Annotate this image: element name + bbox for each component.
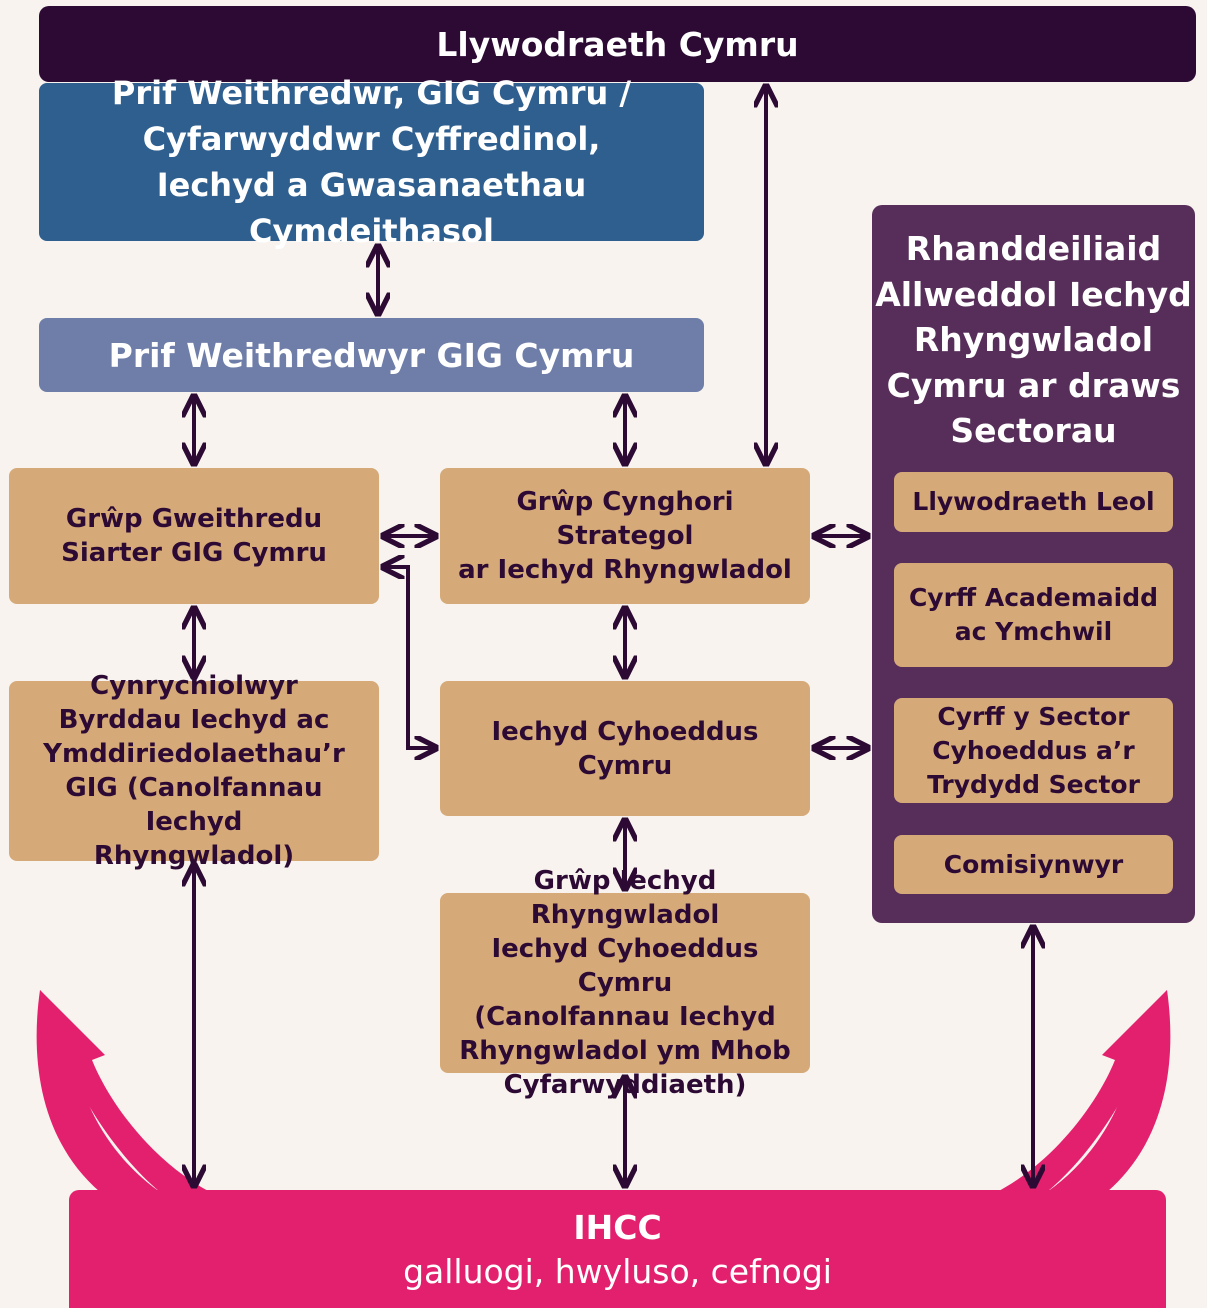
stakeholder-item-label: Comisiynwyr	[943, 849, 1124, 879]
health-board-reps-box: Cynrychiolwyr Byrddau Iechyd ac Ymddirie…	[9, 671, 379, 871]
ihcc-title: IHCC	[573, 1208, 662, 1247]
public-health-wales-box: Iechyd Cyhoeddus Cymru	[440, 681, 810, 816]
strategic-group-box: Grŵp Cynghori Strategol ar Iechyd Rhyngw…	[440, 468, 810, 604]
right-curved-arrow	[997, 990, 1167, 1192]
stakeholder-item: Llywodraeth Leol	[894, 472, 1173, 532]
stakeholder-item-label: Llywodraeth Leol	[912, 487, 1155, 516]
chief-executive-label: Prif Weithredwr, GIG Cymru / Cyfarwyddwr…	[111, 74, 632, 250]
nhs-chief-executives-label: Prif Weithredwyr GIG Cymru	[108, 335, 635, 375]
left-curved-arrow	[40, 990, 210, 1192]
phw-group-label: Grŵp Iechyd Rhyngwladol Iechyd Cyhoeddus…	[459, 866, 791, 1100]
nhs-chief-executives-box: Prif Weithredwyr GIG Cymru	[39, 318, 704, 392]
ihcc-subtitle: galluogi, hwyluso, cefnogi	[403, 1252, 832, 1291]
ihcc-bar: IHCC galluogi, hwyluso, cefnogi	[69, 1190, 1166, 1308]
stakeholders-title: Rhanddeiliaid Allweddol Iechyd Rhyngwlad…	[875, 229, 1192, 450]
stakeholder-item-label: Cyrff Academaidd ac Ymchwil	[908, 583, 1159, 646]
government-banner: Llywodraeth Cymru	[39, 6, 1196, 82]
stakeholder-item: Comisiynwyr	[894, 835, 1173, 894]
health-board-reps-label: Cynrychiolwyr Byrddau Iechyd ac Ymddirie…	[43, 671, 345, 871]
phw-group-box: Grŵp Iechyd Rhyngwladol Iechyd Cyhoeddus…	[440, 866, 810, 1100]
public-health-wales-label: Iechyd Cyhoeddus Cymru	[491, 716, 759, 781]
stakeholder-item-label: Cyrff y Sector Cyhoeddus a’r Trydydd Sec…	[927, 701, 1140, 799]
stakeholder-item: Cyrff Academaidd ac Ymchwil	[894, 563, 1173, 667]
chief-executive-box: Prif Weithredwr, GIG Cymru / Cyfarwyddwr…	[39, 74, 704, 250]
stakeholder-item: Cyrff y Sector Cyhoeddus a’r Trydydd Sec…	[894, 698, 1173, 803]
strategic-group-label: Grŵp Cynghori Strategol ar Iechyd Rhyngw…	[458, 487, 792, 585]
left-curved-arrow-body	[36, 990, 161, 1192]
right-curved-arrow-body	[1047, 990, 1171, 1192]
arrow-charter-phw	[383, 567, 436, 748]
government-label: Llywodraeth Cymru	[436, 24, 799, 64]
charter-group-label: Grŵp Gweithredu Siarter GIG Cymru	[61, 504, 327, 568]
charter-group-box: Grŵp Gweithredu Siarter GIG Cymru	[9, 468, 379, 604]
